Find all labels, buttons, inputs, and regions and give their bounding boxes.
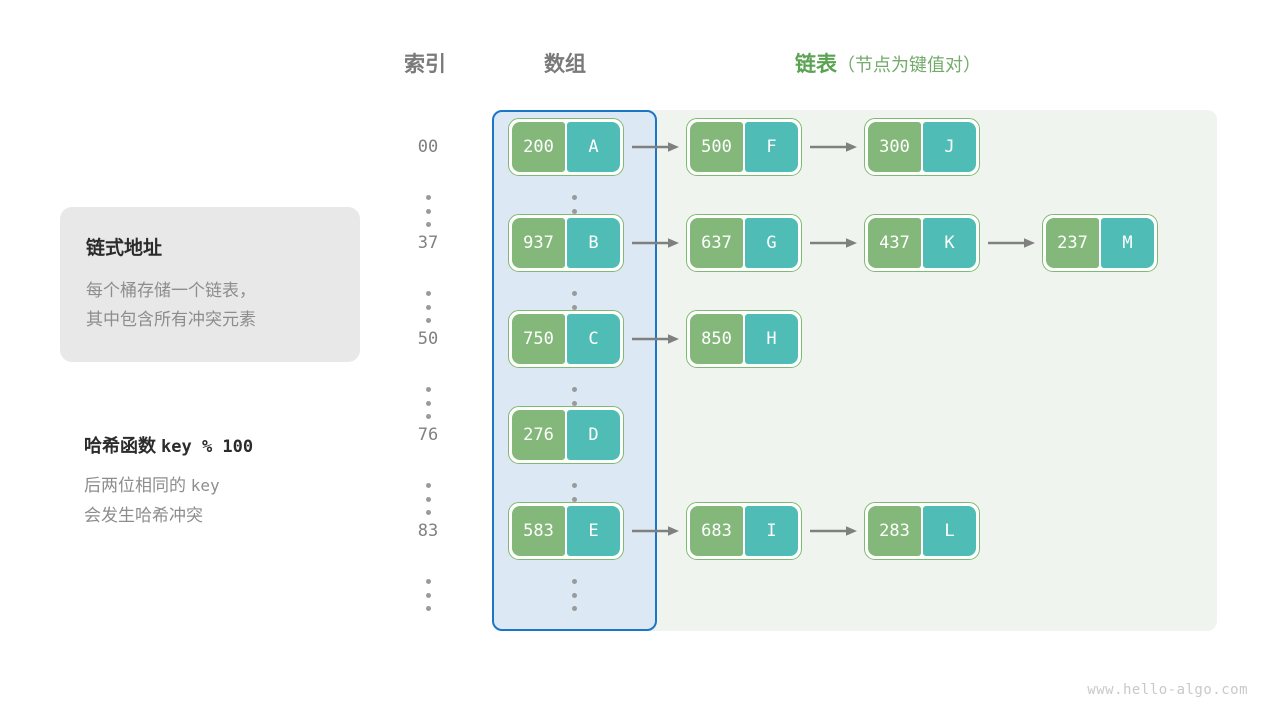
bucket-index-label: 00: [417, 137, 439, 157]
next-pointer-arrow-icon: [632, 142, 679, 152]
hash-function-label: 哈希函数: [84, 436, 156, 456]
pair-node-value: B: [567, 218, 620, 268]
pair-node-key: 300: [868, 122, 921, 172]
index-ellipsis-icon: [425, 195, 431, 227]
next-pointer-arrow-icon: [632, 334, 679, 344]
array-ellipsis-icon: [571, 579, 577, 611]
info-card-line-1: 每个桶存储一个链表，: [86, 281, 256, 300]
hash-function-title: 哈希函数 key % 100: [84, 432, 414, 458]
index-ellipsis-icon: [425, 579, 431, 611]
hash-note-line-1-text: 后两位相同的: [84, 476, 186, 495]
hash-note-line-1: 后两位相同的 key: [84, 471, 414, 501]
hash-function-expression: key % 100: [161, 437, 254, 457]
pair-node-value: I: [745, 506, 798, 556]
pair-node-value: H: [745, 314, 798, 364]
hash-function-note: 哈希函数 key % 100 后两位相同的 key 会发生哈希冲突: [84, 432, 414, 531]
pair-node-key: 583: [512, 506, 565, 556]
pair-node-key: 237: [1046, 218, 1099, 268]
pair-node-key: 683: [690, 506, 743, 556]
watermark: www.hello-algo.com: [1087, 682, 1248, 698]
pair-node-key: 276: [512, 410, 565, 460]
bucket-index-label: 37: [417, 233, 439, 253]
next-pointer-arrow-icon: [632, 526, 679, 536]
info-card-title: 链式地址: [86, 238, 163, 259]
bucket-index-label: 76: [417, 425, 439, 445]
pair-node-value: L: [923, 506, 976, 556]
pair-node-value: A: [567, 122, 620, 172]
header-linked-list: 链表（节点为键值对）: [795, 48, 981, 78]
index-ellipsis-icon: [425, 291, 431, 323]
pair-node-key: 283: [868, 506, 921, 556]
header-linked-list-sub: （节点为键值对）: [837, 55, 981, 75]
pair-node-value: G: [745, 218, 798, 268]
pair-node-value: C: [567, 314, 620, 364]
info-card-line-2: 其中包含所有冲突元素: [86, 310, 256, 329]
pair-node-value: K: [923, 218, 976, 268]
header-index: 索引: [404, 53, 446, 76]
hash-note-line-2: 会发生哈希冲突: [84, 506, 203, 525]
pair-node-key: 437: [868, 218, 921, 268]
pair-node-key: 637: [690, 218, 743, 268]
header-array: 数组: [544, 53, 586, 76]
index-ellipsis-icon: [425, 483, 431, 515]
pair-node-key: 200: [512, 122, 565, 172]
bucket-index-label: 50: [417, 329, 439, 349]
pair-node-value: M: [1101, 218, 1154, 268]
pair-node-key: 850: [690, 314, 743, 364]
next-pointer-arrow-icon: [632, 238, 679, 248]
info-card-chained-address: 链式地址 每个桶存储一个链表， 其中包含所有冲突元素: [60, 207, 360, 362]
pair-node-value: J: [923, 122, 976, 172]
pair-node-key: 750: [512, 314, 565, 364]
next-pointer-arrow-icon: [810, 142, 857, 152]
bucket-index-label: 83: [417, 521, 439, 541]
next-pointer-arrow-icon: [988, 238, 1035, 248]
pair-node-value: E: [567, 506, 620, 556]
index-ellipsis-icon: [425, 387, 431, 419]
pair-node-value: D: [567, 410, 620, 460]
pair-node-key: 500: [690, 122, 743, 172]
column-headers: 索引 数组 链表（节点为键值对）: [0, 48, 1280, 84]
next-pointer-arrow-icon: [810, 526, 857, 536]
pair-node-value: F: [745, 122, 798, 172]
hash-note-line-1-code: key: [190, 476, 220, 495]
pair-node-key: 937: [512, 218, 565, 268]
header-linked-list-main: 链表: [795, 53, 837, 76]
next-pointer-arrow-icon: [810, 238, 857, 248]
